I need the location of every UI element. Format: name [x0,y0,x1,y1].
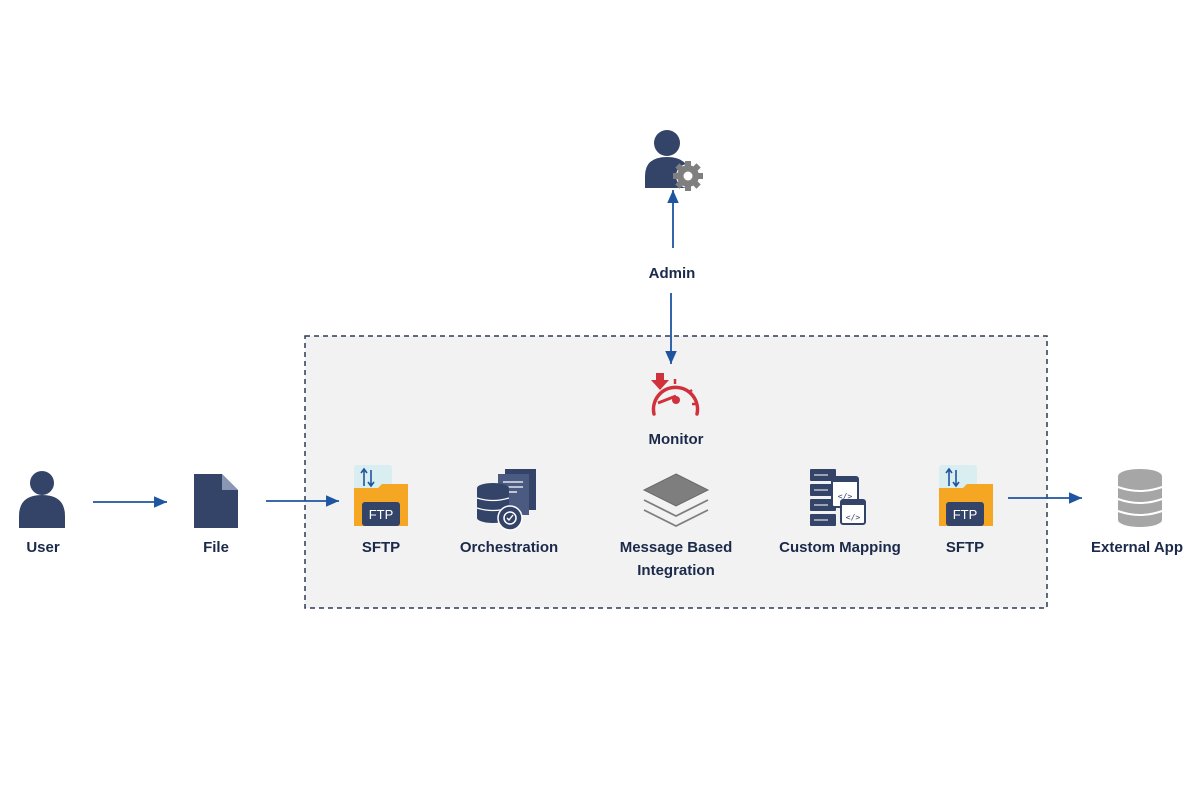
ftp-folder-icon: FTP [354,465,408,526]
user-icon [19,471,65,528]
svg-text:</>: </> [846,513,861,522]
database-icon [1117,469,1163,527]
layers-icon [642,473,710,528]
custom-mapping-label: Custom Mapping [779,539,901,556]
speedometer-icon [651,373,700,416]
sftp-inbound-label: SFTP [361,539,401,556]
database-gear-icon [476,469,536,531]
orchestration-label: Orchestration [459,539,559,556]
svg-text:</>: </> [838,492,853,501]
external-app-label: External App [1091,539,1183,556]
code-mapping-icon: </> </> [810,469,866,526]
admin-label: Admin [648,265,696,282]
ftp-icon-text: FTP [953,507,978,522]
sftp-outbound-label: SFTP [945,539,985,556]
ftp-icon-text: FTP [369,507,394,522]
file-icon [194,474,238,528]
ftp-folder-icon: FTP [939,465,993,526]
user-label: User [26,539,60,556]
message-based-integration-label: Message Based Integration [619,539,733,579]
file-label: File [203,539,229,556]
monitor-label: Monitor [648,431,704,448]
admin-gear-icon [645,130,703,191]
